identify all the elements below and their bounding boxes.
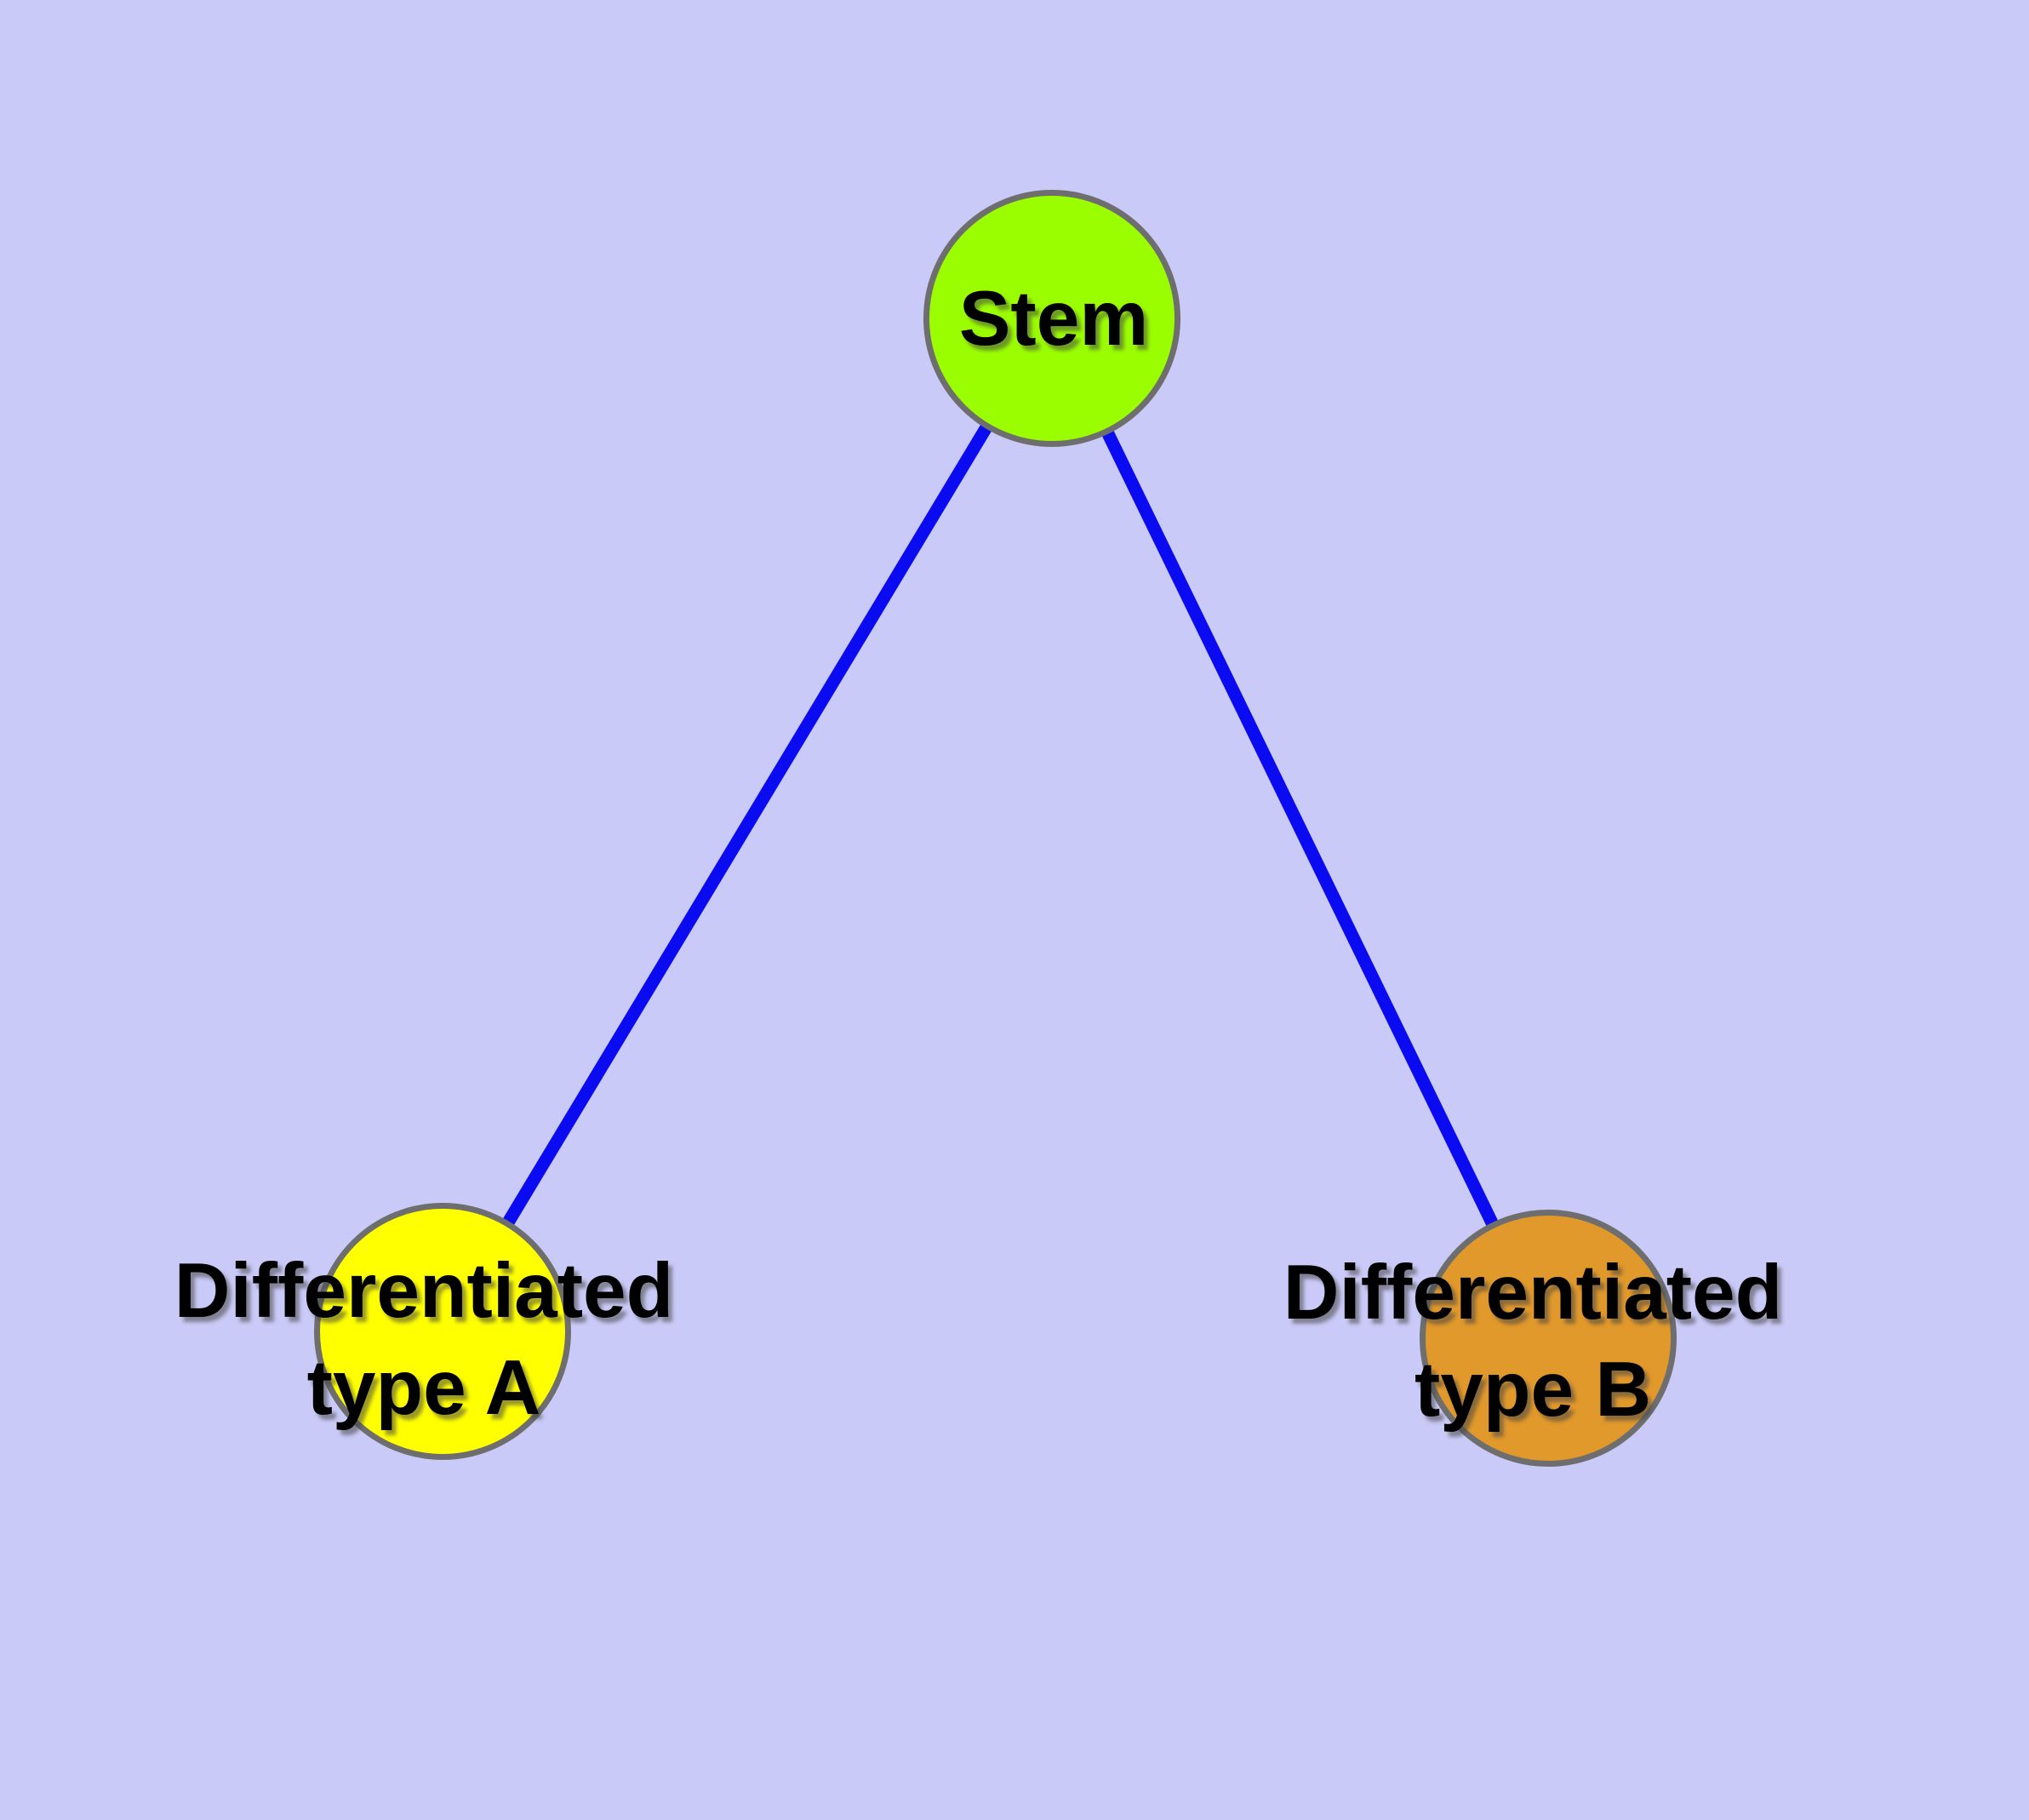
node-label-stem-line1: Stem [958, 276, 1149, 362]
node-label-type-a-line1: Differentiated [174, 1248, 674, 1334]
node-label-type-b-line2: type B [1414, 1347, 1652, 1433]
node-label-type-b-line1: Differentiated [1283, 1250, 1783, 1336]
node-circle-differentiated-type-b [1420, 1210, 1677, 1467]
edge-stem-to-type-a [437, 315, 1058, 1335]
node-circle-differentiated-type-a [314, 1203, 571, 1460]
node-label-differentiated-type-b: Differentiated type B [1283, 1245, 1783, 1439]
node-label-stem: Stem [959, 271, 1149, 368]
node-label-type-a-line2: type A [306, 1345, 541, 1431]
node-circle-stem [923, 190, 1180, 447]
node-label-differentiated-type-a: Differentiated type A [174, 1243, 674, 1437]
edge-stem-to-type-b [1046, 315, 1554, 1342]
